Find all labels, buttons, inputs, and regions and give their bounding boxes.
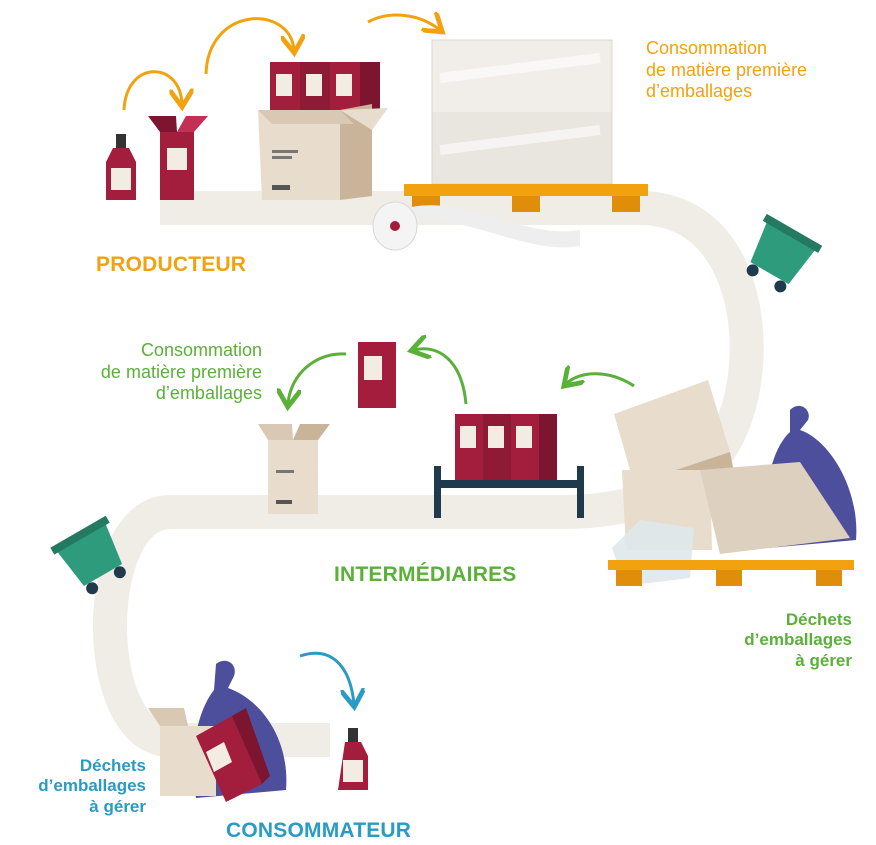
dumpster-right: [746, 213, 823, 293]
consumer-arrow: [299, 651, 354, 704]
intermediate-small-box: [358, 342, 396, 408]
film-roll: [372, 201, 580, 251]
consumer-bottle: [338, 728, 368, 790]
producer-consumption-line-3: d’emballages: [646, 81, 753, 102]
intermediate-consumption-line-2: de matière première: [100, 361, 262, 382]
consumer-waste-line-3: à gérer: [89, 796, 146, 816]
producer-carton-with-boxes: [258, 62, 388, 200]
waste-pile-consumer: [148, 660, 287, 802]
producer-stage-label: PRODUCTEUR: [96, 253, 247, 276]
intermediate-consumption-line-3: d’emballages: [155, 383, 262, 404]
intermediate-waste-line-1: Déchets: [785, 610, 852, 629]
consumer-waste-line-2: d’emballages: [38, 776, 146, 796]
intermediate-arrow-3: [288, 352, 347, 404]
producer-consumption-text: Consommation de matière première d’embal…: [646, 38, 807, 103]
consumer-stage-label: CONSOMMATEUR: [226, 819, 412, 842]
producer-consumption-line-1: Consommation: [646, 38, 768, 58]
producer-arrow-1: [122, 70, 182, 110]
intermediate-consumption-text: Consommation de matière première d’embal…: [62, 340, 262, 405]
producer-small-box: [148, 116, 208, 200]
intermediate-arrow-1: [566, 374, 635, 386]
intermediate-stage-label: INTERMÉDIAIRES: [334, 563, 517, 586]
intermediate-waste-line-3: à gérer: [795, 650, 852, 670]
waste-pile-intermediate: [608, 380, 857, 586]
dumpster-left: [50, 515, 126, 595]
producer-pallet-stack: [404, 39, 648, 212]
producer-bottle: [106, 134, 136, 200]
producer-consumption-line-2: de matière première: [646, 59, 808, 80]
producer-arrow-3: [367, 15, 440, 30]
intermediate-open-carton: [258, 424, 330, 514]
intermediate-rack: [434, 414, 584, 518]
intermediate-waste-line-2: d’emballages: [744, 630, 852, 650]
consumer-waste-line-1: Déchets: [79, 756, 146, 775]
intermediate-waste-text: Déchets d’emballages à gérer: [712, 610, 852, 671]
producer-arrow-2: [204, 17, 294, 75]
consumer-waste-text: Déchets d’emballages à gérer: [4, 756, 146, 817]
intermediate-consumption-line-1: Consommation: [140, 340, 262, 360]
intermediate-arrow-2: [414, 349, 468, 405]
